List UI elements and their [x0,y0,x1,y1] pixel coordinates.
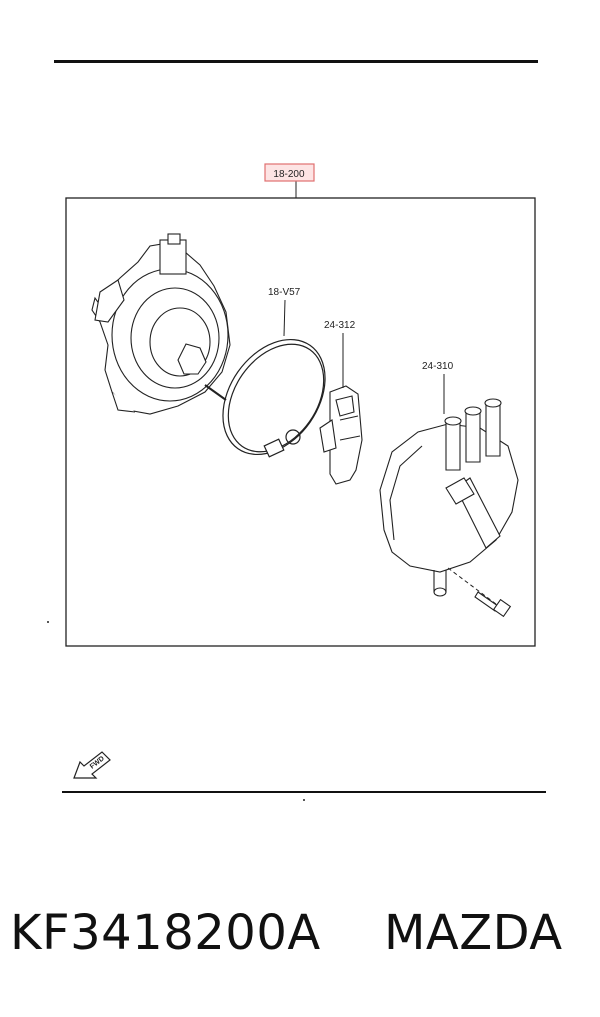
bolt-alignment-line [447,567,497,605]
diagram-frame [65,197,536,647]
o-ring-callout: 18-V57 [268,287,301,298]
o-ring [222,338,326,458]
forward-arrow-icon: FWD [73,751,111,779]
assembly-callout-box [264,163,315,182]
top-rule [54,60,538,63]
o-ring-leader-line [283,299,286,337]
rotor-callout: 24-312 [324,320,356,331]
brand-name: MAZDA [384,905,563,961]
distributor-cap [379,398,519,597]
distributor-body [91,233,231,415]
assembly-callout: 18-200 [273,169,305,180]
part-number: KF3418200A [10,905,321,961]
bottom-dot [303,799,305,801]
exploded-parts-diagram: 18-200 18-V57 24-312 [47,163,546,801]
stray-dot [47,621,49,623]
rotor [319,385,363,485]
bolt [474,591,512,618]
cap-callout: 24-310 [422,361,454,372]
part-caption: KF3418200A MAZDA [0,905,600,975]
